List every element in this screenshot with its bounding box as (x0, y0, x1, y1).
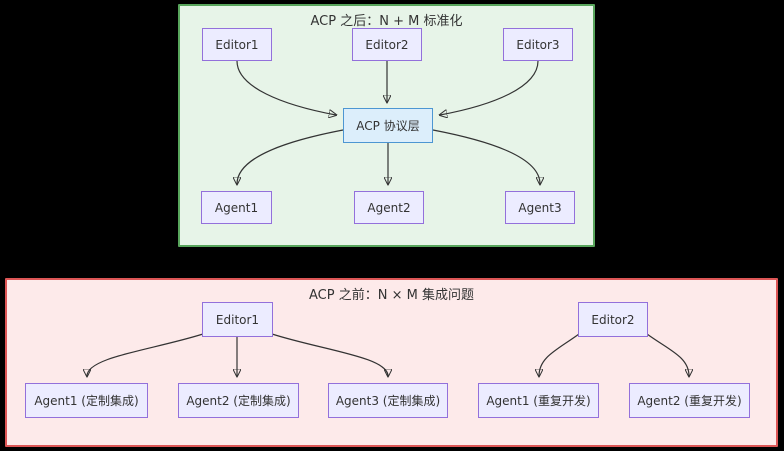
node-before-agent3-custom-integration: Agent3 (定制集成) (328, 383, 448, 418)
node-before-agent1-label: Agent1 (定制集成) (34, 394, 139, 408)
cluster-acp-before: ACP 之前：N × M 集成问题 (5, 278, 778, 447)
node-after-agent2: Agent2 (354, 191, 424, 224)
node-after-agent2-label: Agent2 (367, 200, 411, 215)
node-before-agent5-label: Agent2 (重复开发) (637, 394, 742, 408)
node-after-editor1-label: Editor1 (215, 37, 259, 52)
node-before-agent4-label: Agent1 (重复开发) (486, 394, 591, 408)
node-after-editor3: Editor3 (503, 28, 573, 61)
node-before-agent2-label: Agent2 (定制集成) (186, 394, 291, 408)
node-after-agent3: Agent3 (505, 191, 575, 224)
node-before-editor2-label: Editor2 (591, 312, 635, 327)
cluster-acp-after-title: ACP 之后：N + M 标准化 (310, 14, 463, 29)
node-after-editor1: Editor1 (202, 28, 272, 61)
node-before-agent2-duplicate-dev: Agent2 (重复开发) (629, 383, 750, 418)
node-acp-protocol-layer-label: ACP 协议层 (356, 119, 420, 133)
node-after-agent1-label: Agent1 (214, 200, 259, 215)
node-acp-protocol-layer: ACP 协议层 (343, 108, 433, 143)
node-before-editor1: Editor1 (202, 302, 273, 337)
node-before-editor1-label: Editor1 (215, 312, 260, 327)
node-after-agent3-label: Agent3 (518, 200, 562, 215)
node-after-editor3-label: Editor3 (516, 37, 560, 52)
node-before-agent3-label: Agent3 (定制集成) (335, 394, 441, 408)
node-after-editor2: Editor2 (352, 28, 422, 61)
node-after-agent1: Agent1 (201, 191, 272, 224)
node-before-agent1-duplicate-dev: Agent1 (重复开发) (478, 383, 599, 418)
node-before-editor2: Editor2 (578, 302, 648, 337)
node-before-agent2-custom-integration: Agent2 (定制集成) (178, 383, 299, 418)
cluster-acp-before-title: ACP 之前：N × M 集成问题 (309, 288, 474, 303)
node-after-editor2-label: Editor2 (365, 37, 409, 52)
node-before-agent1-custom-integration: Agent1 (定制集成) (25, 383, 148, 418)
